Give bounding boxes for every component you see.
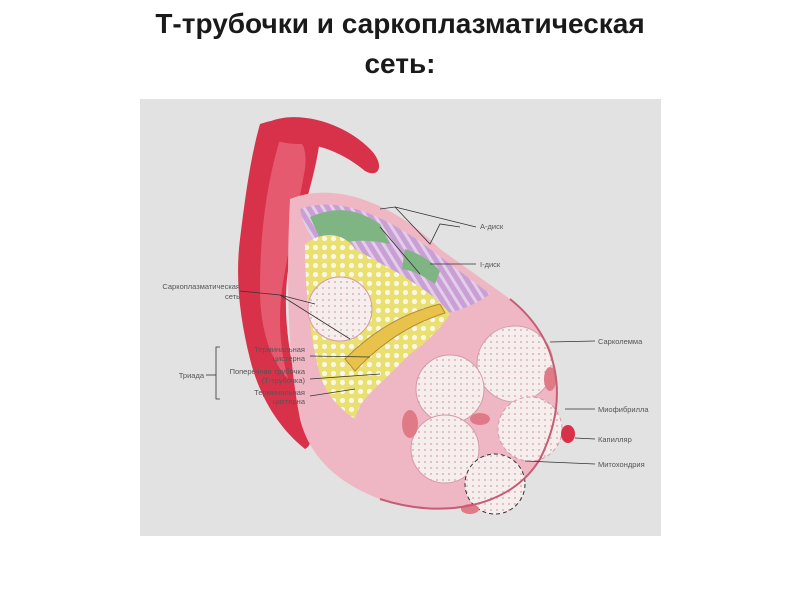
label-terminal-cistern-bottom-1: Терминальная [254, 388, 305, 397]
t-tubule-band [344, 303, 446, 372]
label-sarcolemma: Сарколемма [598, 337, 643, 346]
mitochondrion-1 [402, 410, 418, 438]
label-t-tubule-2: (Т-трубочка) [262, 376, 306, 385]
myofibril-bottom [464, 453, 526, 515]
myofibril-right-top [476, 325, 554, 403]
capillary-right [561, 425, 575, 443]
myofibril-top-left [307, 276, 373, 342]
title-line-1: Т-трубочки и саркоплазматическая [155, 8, 645, 39]
label-mitochondrion: Митохондрия [598, 460, 645, 469]
label-triad: Триада [179, 371, 205, 380]
muscle-fiber-diagram: А-диск I-диск Саркоплазматическая сеть С… [162, 117, 649, 515]
leader-lines [206, 206, 596, 465]
mitochondrion-3 [544, 367, 556, 391]
label-myofibril: Миофибрилла [598, 405, 649, 414]
title-line-2: сеть: [364, 48, 436, 79]
label-terminal-cistern-top-2: цистерна [273, 354, 306, 363]
label-i-disc: I-диск [480, 260, 501, 269]
page-title: Т-трубочки и саркоплазматическая сеть: [0, 4, 800, 84]
label-capillary: Капилляр [598, 435, 632, 444]
label-terminal-cistern-top-1: Терминальная [254, 345, 305, 354]
sarcolemma-outline [379, 298, 558, 510]
i-band-green [402, 249, 440, 284]
label-a-disc: А-диск [480, 222, 504, 231]
myofibril-middle [415, 354, 485, 424]
label-sarcoplasmic-net-1: Саркоплазматическая [162, 282, 240, 291]
label-t-tubule-1: Поперечная трубочка [230, 367, 306, 376]
label-sarcoplasmic-net-2: сеть [225, 292, 240, 301]
mitochondrion-2 [470, 413, 490, 425]
label-terminal-cistern-bottom-2: цистерна [273, 397, 306, 406]
myofibril-bottom-left [410, 414, 480, 484]
capillary-vessel-top [265, 117, 380, 174]
diagram-panel: А-диск I-диск Саркоплазматическая сеть С… [140, 99, 661, 536]
